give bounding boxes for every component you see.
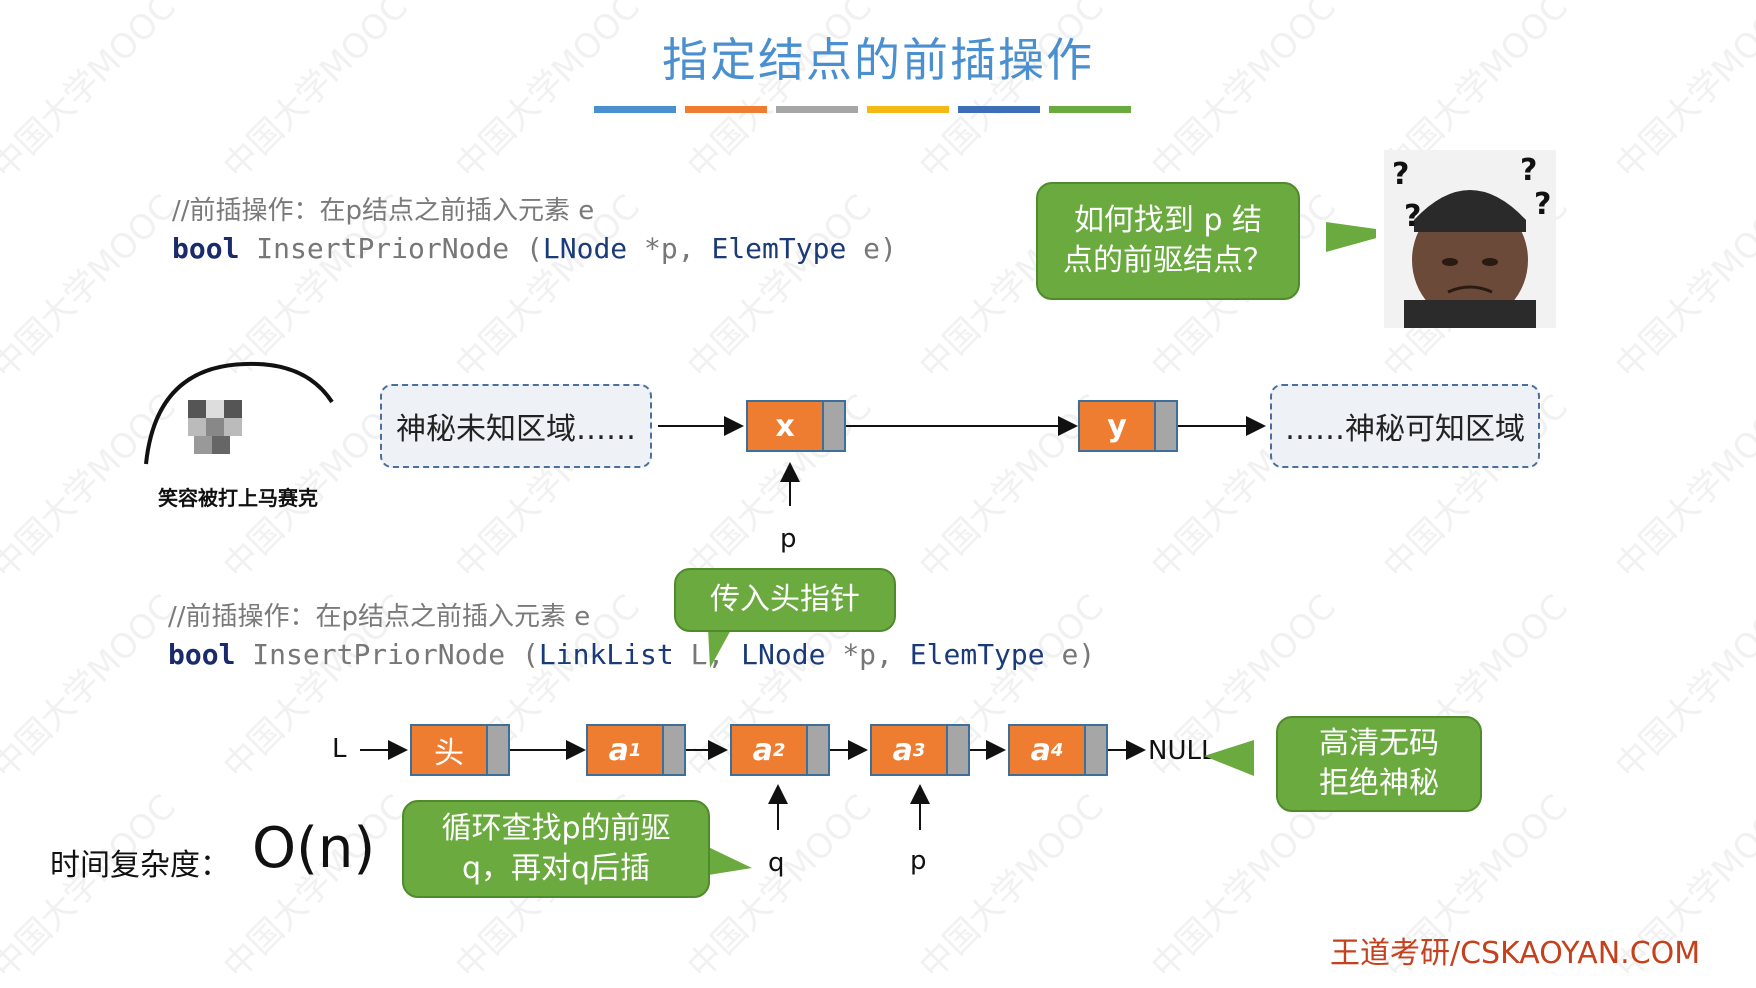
speech-bubble-loop: 循环查找p的前驱 q，再对q后插	[402, 800, 762, 900]
bubble-tail	[708, 628, 732, 668]
node-y: y	[1078, 400, 1178, 452]
node-subscript: 1	[628, 739, 642, 761]
diagram-arrows	[360, 416, 1266, 830]
code-keyword: bool	[172, 232, 240, 265]
svg-text:?: ?	[1534, 187, 1551, 222]
bubble-tail	[702, 844, 752, 876]
code-param: *p,	[825, 638, 910, 671]
region-unknown: 神秘未知区域……	[380, 384, 652, 468]
complexity-value: O(n)	[252, 816, 376, 881]
confused-person-image: ? ? ? ?	[1384, 150, 1556, 328]
code-comment-1: //前插操作：在p结点之前插入元素 e	[172, 196, 595, 226]
code-signature-2: bool InsertPriorNode (LinkList L, LNode …	[168, 638, 1095, 671]
node-x-data: x	[748, 402, 822, 450]
node-letter: a	[608, 732, 629, 768]
code-end: e)	[846, 232, 897, 265]
code-comment-2: //前插操作：在p结点之前插入元素 e	[168, 602, 591, 632]
bubble-question-text: 如何找到 p 结 点的前驱结点？	[1036, 182, 1300, 300]
complexity-label: 时间复杂度：	[50, 848, 230, 883]
pointer-q-label: q	[768, 848, 785, 878]
node-subscript: 4	[1050, 739, 1064, 761]
bubble-tail	[1204, 740, 1254, 776]
bubble-loop-text: 循环查找p的前驱 q，再对q后插	[402, 800, 710, 898]
pointer-p-label-2: p	[910, 846, 927, 876]
code-param: L,	[673, 638, 742, 671]
page-title: 指定结点的前插操作	[662, 33, 1094, 87]
pointer-p-label: p	[780, 524, 797, 554]
code-func: InsertPriorNode (	[239, 232, 543, 265]
node-subscript: 2	[772, 739, 786, 761]
node-head-next	[486, 726, 508, 774]
node-head-data: 头	[412, 726, 486, 774]
code-type: ElemType	[909, 638, 1045, 671]
node-letter: a	[1030, 732, 1051, 768]
node-y-next	[1154, 402, 1176, 450]
node-x: x	[746, 400, 846, 452]
node-subscript: 3	[912, 739, 926, 761]
code-end: e)	[1044, 638, 1096, 671]
confused-face-icon: ? ? ? ?	[1392, 153, 1551, 328]
node-letter: a	[752, 732, 773, 768]
code-func: InsertPriorNode (	[235, 638, 539, 671]
speech-bubble-hd: 高清无码 拒绝神秘	[1204, 716, 1484, 814]
node-a4-next	[1084, 726, 1106, 774]
node-head: 头	[410, 724, 510, 776]
node-y-data: y	[1080, 402, 1154, 450]
node-letter: a	[892, 732, 913, 768]
bubble-tail	[1326, 222, 1376, 252]
node-a3-next	[946, 726, 968, 774]
code-type: LinkList	[538, 638, 674, 671]
title-stripe	[685, 106, 767, 113]
node-x-next	[822, 402, 844, 450]
node-a2-next	[806, 726, 828, 774]
code-type: ElemType	[711, 232, 847, 265]
title-stripe	[958, 106, 1040, 113]
svg-text:?: ?	[1520, 153, 1537, 188]
svg-text:?: ?	[1404, 199, 1421, 234]
title-stripe	[1049, 106, 1131, 113]
mosaic-face-image: 笑容被打上马赛克	[136, 346, 340, 514]
code-type: LNode	[542, 232, 628, 265]
mosaic-caption: 笑容被打上马赛克	[158, 486, 318, 510]
footer-brand: 王道考研/CSKAOYAN.COM	[1330, 936, 1701, 971]
region-known: ……神秘可知区域	[1270, 384, 1540, 468]
node-a1-next	[662, 726, 684, 774]
null-label: NULL	[1148, 736, 1216, 766]
speech-bubble-head: 传入头指针	[674, 568, 896, 668]
title-stripe	[867, 106, 949, 113]
code-signature-1: bool InsertPriorNode (LNode *p, ElemType…	[172, 232, 897, 265]
bubble-hd-text: 高清无码 拒绝神秘	[1276, 716, 1482, 812]
svg-text:?: ?	[1392, 157, 1409, 192]
bubble-head-text: 传入头指针	[674, 568, 896, 632]
title-stripe	[776, 106, 858, 113]
speech-bubble-question: 如何找到 p 结 点的前驱结点？	[1036, 182, 1376, 300]
list-head-pointer-label: L	[332, 734, 347, 764]
code-type: LNode	[741, 638, 826, 671]
mosaic-face-icon	[144, 361, 334, 465]
title-stripe	[594, 106, 676, 113]
code-keyword: bool	[168, 638, 236, 671]
code-param: *p,	[627, 232, 712, 265]
